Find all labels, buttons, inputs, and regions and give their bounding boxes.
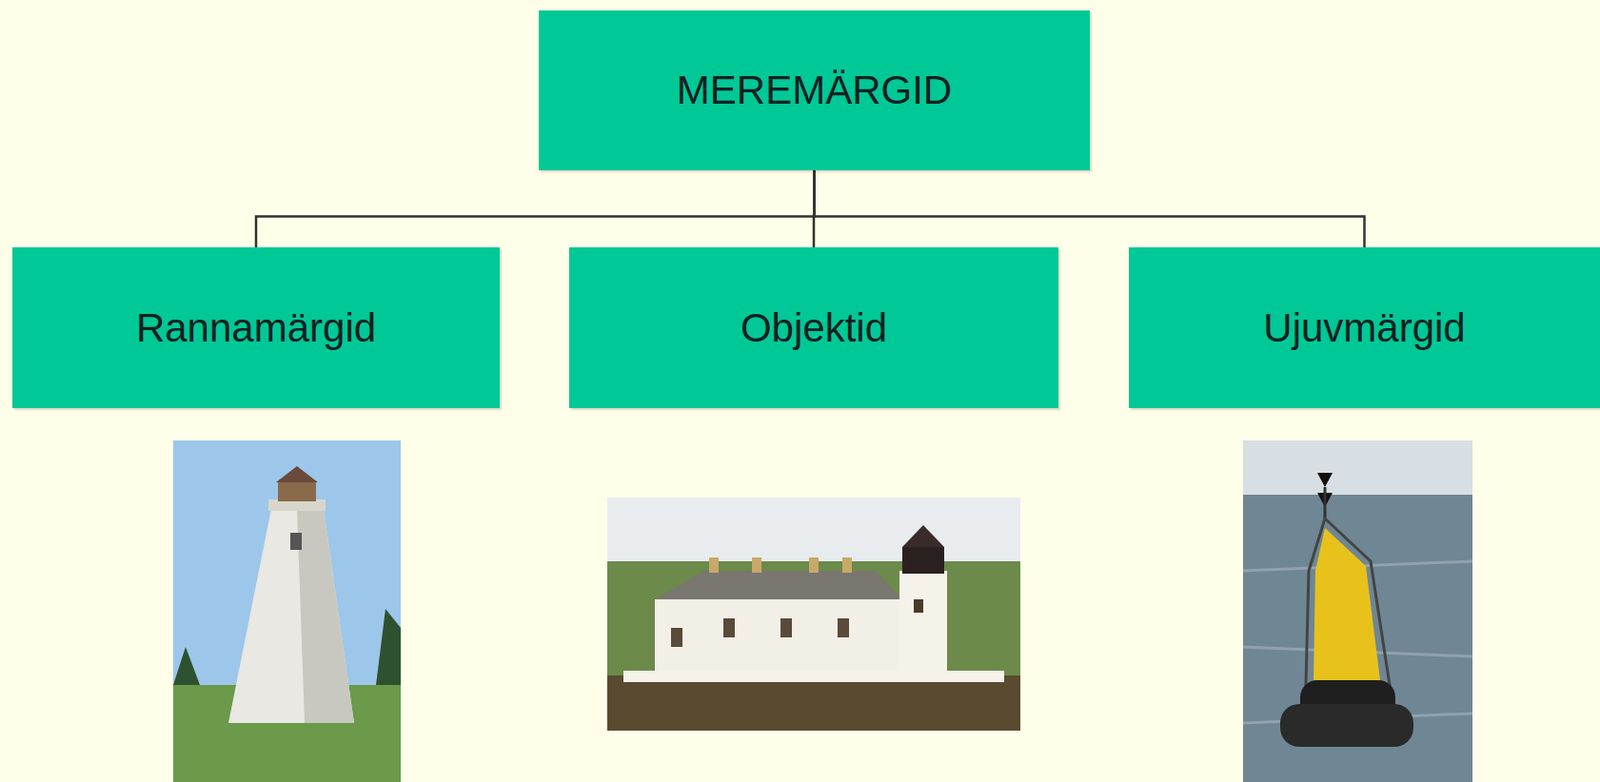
box-label: Objektid xyxy=(740,305,888,352)
category-box: Objektid xyxy=(569,247,1059,409)
category-box: Rannamärgid xyxy=(12,247,500,409)
root-category-box: MEREMÄRGID xyxy=(538,10,1090,171)
box-label: MEREMÄRGID xyxy=(676,67,952,114)
box-label: Ujuvmärgid xyxy=(1263,305,1465,352)
box-label: Rannamärgid xyxy=(136,305,376,352)
tree-connector xyxy=(814,170,1365,248)
tree-connector xyxy=(256,170,815,248)
buoy-photo xyxy=(1243,440,1473,782)
lightstation-photo xyxy=(607,497,1021,731)
lighthouse-photo xyxy=(173,440,401,782)
category-box: Ujuvmärgid xyxy=(1128,247,1600,409)
